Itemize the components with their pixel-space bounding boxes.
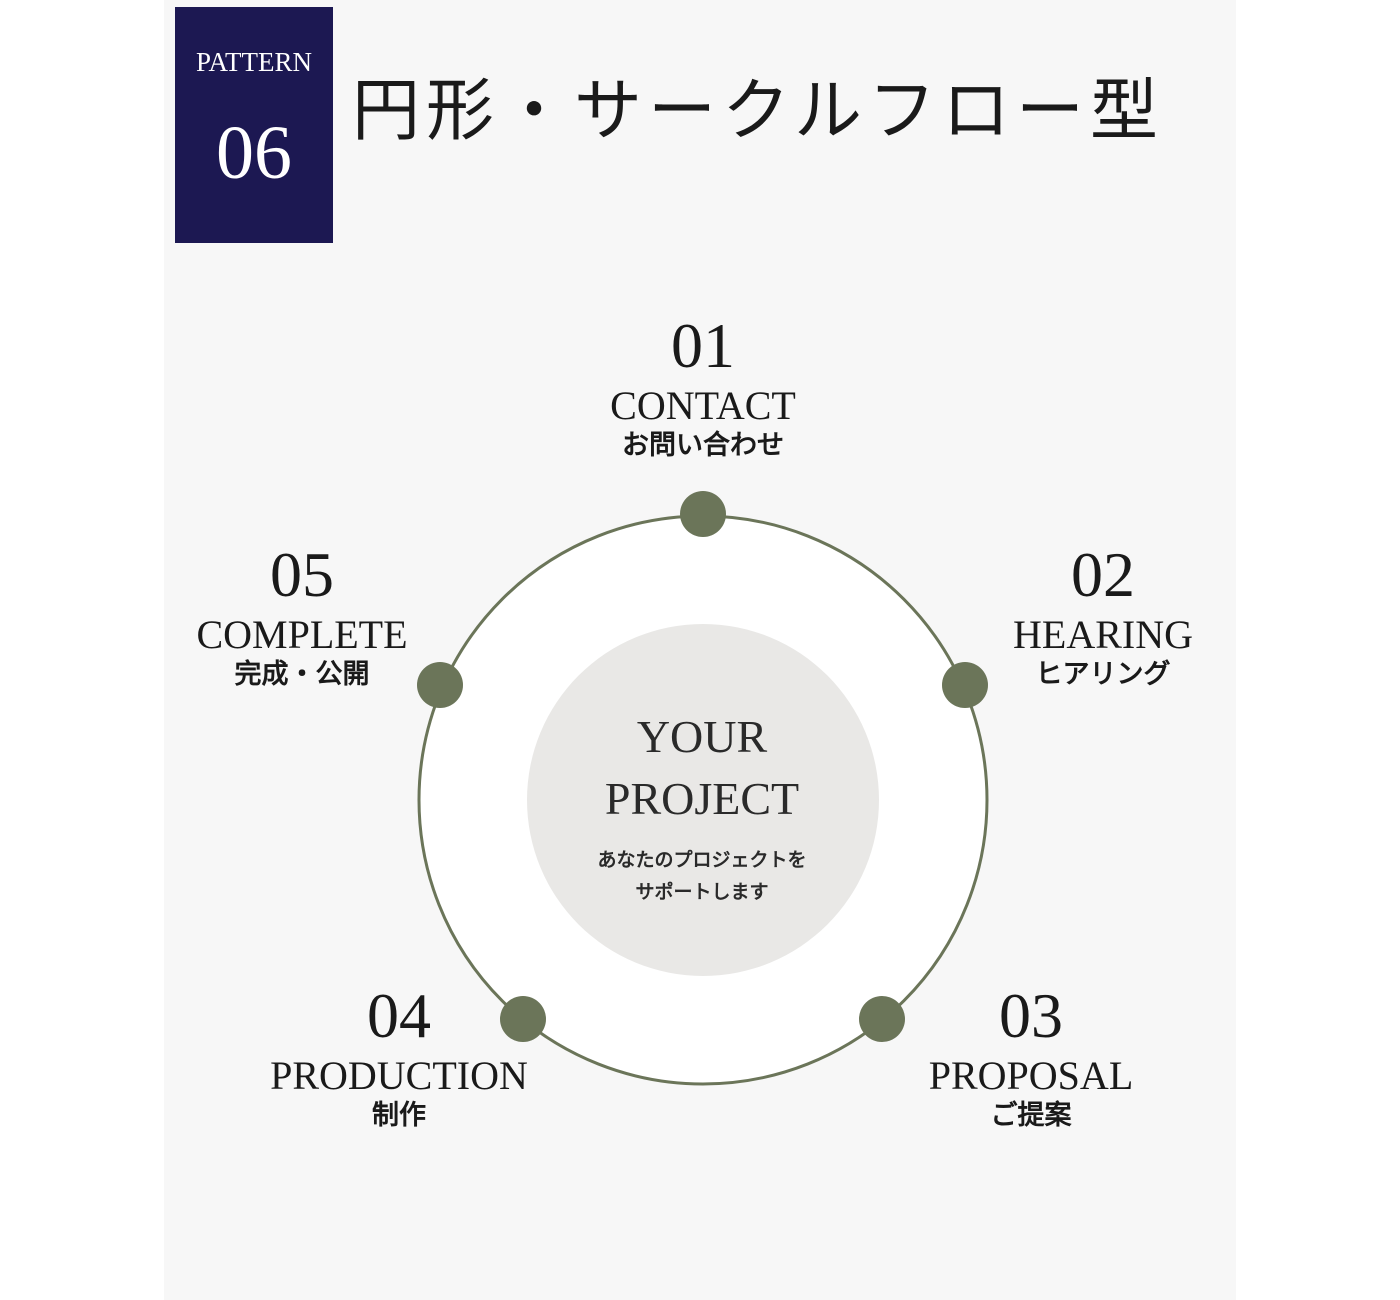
center-title-line: PROJECT <box>604 773 800 824</box>
step-sublabel: 完成・公開 <box>234 659 370 690</box>
pattern-number: 06 <box>216 111 292 195</box>
center-subtitle-line: あなたのプロジェクトを <box>597 849 807 871</box>
step-node-01 <box>680 491 726 537</box>
step-sublabel: お問い合わせ <box>622 430 784 461</box>
step-node-05 <box>417 662 463 708</box>
step-02: 02 HEARING ヒアリング <box>963 539 1243 690</box>
step-sublabel: ヒアリング <box>1035 659 1171 690</box>
step-number: 01 <box>671 310 735 381</box>
step-sublabel: 制作 <box>372 1100 426 1131</box>
step-label: PROPOSAL <box>928 1053 1134 1098</box>
step-label: COMPLETE <box>196 612 408 657</box>
step-label: PRODUCTION <box>270 1053 528 1098</box>
center-title-line: YOUR <box>636 711 768 762</box>
step-node-04 <box>500 996 546 1042</box>
step-number: 03 <box>999 980 1063 1051</box>
step-label: HEARING <box>1013 612 1193 657</box>
pattern-label: PATTERN <box>195 47 313 77</box>
step-label: CONTACT <box>610 383 796 428</box>
step-05: 05 COMPLETE 完成・公開 <box>152 539 452 690</box>
step-number: 02 <box>1071 539 1135 610</box>
step-04: 04 PRODUCTION 制作 <box>239 980 559 1131</box>
center-label: YOUR PROJECT あなたのプロジェクトを サポートします <box>552 706 852 908</box>
step-03: 03 PROPOSAL ご提案 <box>891 980 1171 1131</box>
step-sublabel: ご提案 <box>990 1100 1072 1131</box>
step-01: 01 CONTACT お問い合わせ <box>563 310 843 461</box>
inner-disc <box>527 624 879 976</box>
page-title: 円形・サークルフロー型 <box>352 72 1164 151</box>
center-subtitle-line: サポートします <box>635 881 769 903</box>
pattern-badge: PATTERN 06 <box>175 7 333 243</box>
step-number: 04 <box>367 980 431 1051</box>
step-node-03 <box>859 996 905 1042</box>
step-number: 05 <box>270 539 334 610</box>
step-node-02 <box>942 662 988 708</box>
